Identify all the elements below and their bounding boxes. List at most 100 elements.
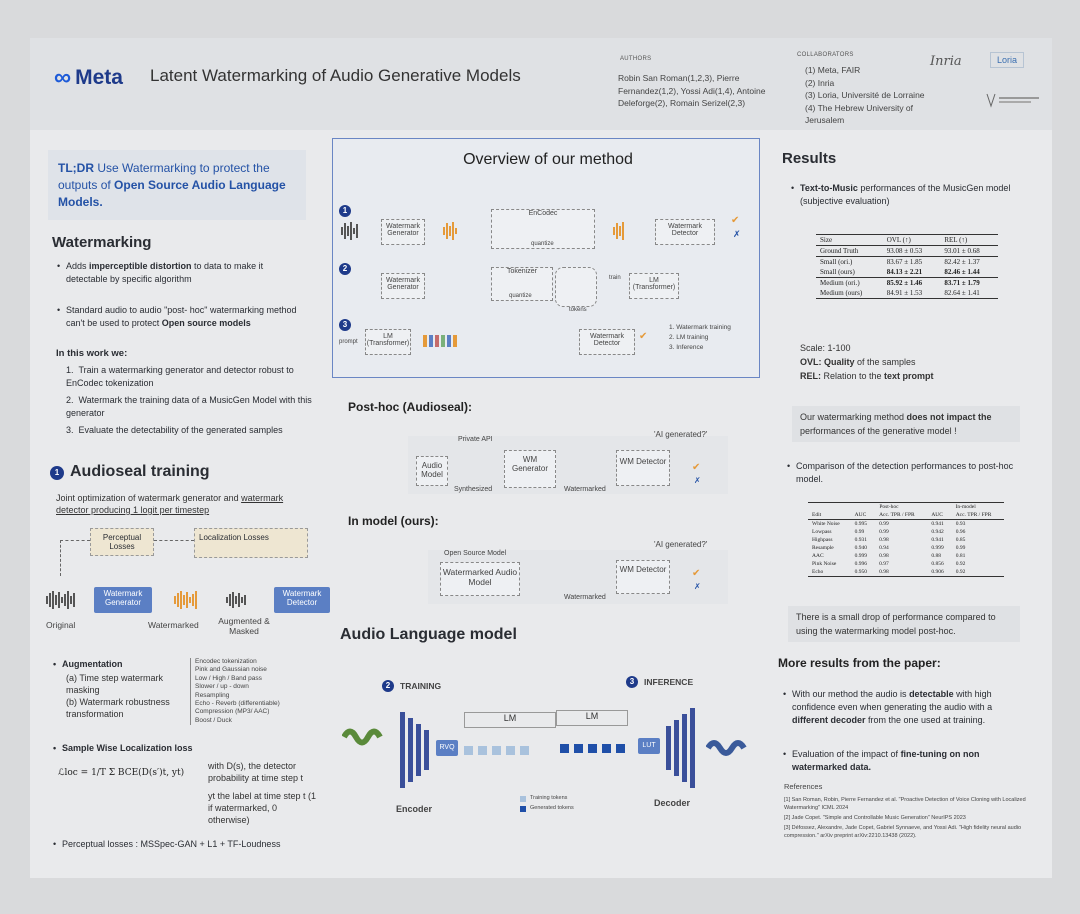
table-header: Edit AUC Acc. TPR / FPR AUC Acc. TPR / F… xyxy=(808,511,1004,520)
ov-legend-item: 3. Inference xyxy=(669,344,704,351)
td: 0.92 xyxy=(955,561,966,567)
ov-tokens-db xyxy=(555,267,597,307)
loria-logo: Loria xyxy=(990,52,1025,68)
th: Size xyxy=(816,235,883,246)
td: Small (ori.) xyxy=(816,256,883,267)
collab-line: (1) Meta, FAIR xyxy=(805,65,861,75)
gen-token xyxy=(560,744,569,753)
ov-quantize-1: quantize xyxy=(531,241,554,247)
poster-header: ∞Meta Latent Watermarking of Audio Gener… xyxy=(30,38,1052,130)
ov-train: train xyxy=(609,275,621,281)
training-label: TRAINING xyxy=(400,681,442,691)
train-token xyxy=(506,746,515,755)
tldr-text: Use Watermarking to protect the outputs … xyxy=(58,161,270,192)
text: performances of the MusicGen model (subj… xyxy=(800,183,1011,206)
tldr-box: TL;DR Use Watermarking to protect the ou… xyxy=(48,150,306,220)
original-label: Original xyxy=(46,620,76,630)
check-icon: ✔ xyxy=(692,462,701,473)
td: Small (ours) xyxy=(820,268,855,276)
td: 93.08 ± 0.53 xyxy=(886,247,923,255)
synthesized-label: Synthesized xyxy=(454,486,493,493)
td: 0.942 xyxy=(931,529,944,535)
refs-heading: References xyxy=(784,782,823,791)
td: Ground Truth xyxy=(820,247,859,255)
td: 85.92 ± 1.46 xyxy=(882,277,941,288)
text-bold: Open source models xyxy=(161,318,251,328)
td: 0.999 xyxy=(931,545,944,551)
author-line: Robin San Roman(1,2,3), Pierre xyxy=(618,73,740,83)
aug-item: Slower / up - down xyxy=(195,683,249,691)
ov-wave-icon xyxy=(443,221,457,241)
aug-item: Encodec tokenization xyxy=(195,658,257,665)
tldr-label: TL;DR xyxy=(58,161,94,175)
aug-b: (b) Watermark robustness transformation xyxy=(66,697,170,719)
td: 0.97 xyxy=(879,561,889,567)
collab-line: (4) The Hebrew University of xyxy=(805,102,914,113)
td: 84.13 ± 2.21 xyxy=(886,268,923,276)
td: 0.931 xyxy=(854,537,868,543)
decoder-label: Decoder xyxy=(654,798,691,808)
ov-wm-detector-3: Watermark Detector xyxy=(579,329,635,355)
encoder-shape xyxy=(400,712,429,788)
ov-lm-box-3: LM (Transformer) xyxy=(365,329,411,355)
th: In-model xyxy=(955,504,976,510)
posthoc-question: 'AI generated?' xyxy=(654,430,708,439)
th: REL (↑) xyxy=(940,235,998,246)
train-token xyxy=(520,746,529,755)
text: Tokenizer xyxy=(507,268,537,275)
ov-prompt: prompt xyxy=(339,339,358,345)
text-bold: REL: xyxy=(800,371,821,381)
text-bold: OVL: xyxy=(800,357,822,367)
td: 0.92 xyxy=(955,569,966,575)
td: 0.99 xyxy=(854,529,865,535)
ov-wm-generator-2: Watermark Generator xyxy=(381,273,425,299)
text-bold: different decoder xyxy=(792,715,866,725)
td: Resample xyxy=(812,545,834,551)
note-small-drop: There is a small drop of performance com… xyxy=(788,606,1020,642)
td: 0.98 xyxy=(879,553,889,559)
td: 0.99 xyxy=(955,545,966,551)
legend-gen-swatch xyxy=(520,806,526,812)
decoder-shape xyxy=(666,708,695,788)
aug-item: Low / High / Band pass xyxy=(195,674,262,682)
aug-a: (a) Time step watermark masking xyxy=(66,673,164,695)
td: 82.42 ± 1.37 xyxy=(940,256,998,267)
text: of the samples xyxy=(854,357,916,367)
watermarking-heading: Watermarking xyxy=(52,234,152,251)
audio-model-box: Audio Model xyxy=(416,456,448,486)
th: Acc. TPR / FPR xyxy=(951,511,1004,520)
posthoc-panel xyxy=(408,436,728,494)
ov-tokens: tokens xyxy=(569,307,587,313)
text: Evaluate the detectability of the genera… xyxy=(78,425,283,435)
green-audio-icon xyxy=(342,728,383,746)
text: performances of the generative model ! xyxy=(800,426,957,436)
text: Train a watermarking generator and detec… xyxy=(66,365,294,388)
alm-heading: Audio Language model xyxy=(340,626,517,643)
th: Edit xyxy=(808,511,851,520)
ov-legend-item: 1. Watermark training xyxy=(669,324,731,331)
logo-text: Meta xyxy=(75,66,123,89)
text: Standard audio to audio "post- hoc" wate… xyxy=(66,305,297,328)
inference-badge: 3 xyxy=(626,676,638,688)
text-bold: imperceptible distortion xyxy=(89,261,192,271)
td: White Noise xyxy=(812,521,840,527)
td: 0.950 xyxy=(854,569,868,575)
wm-detector-box: WM Detector xyxy=(616,450,670,486)
td: 0.98 xyxy=(879,569,889,575)
ov-wave-icon xyxy=(613,221,624,241)
text-bold: text prompt xyxy=(884,371,934,381)
text: Joint optimization of watermark generato… xyxy=(56,493,242,503)
inference-label: INFERENCE xyxy=(644,677,694,687)
perceptual-line: Perceptual losses : MSSpec-GAN + L1 + TF… xyxy=(53,838,280,851)
rel-def: REL: Relation to the text prompt xyxy=(800,370,950,382)
text: Our watermarking method xyxy=(800,412,907,422)
text-underlined: watermark detector producing 1 logit per… xyxy=(56,493,284,515)
